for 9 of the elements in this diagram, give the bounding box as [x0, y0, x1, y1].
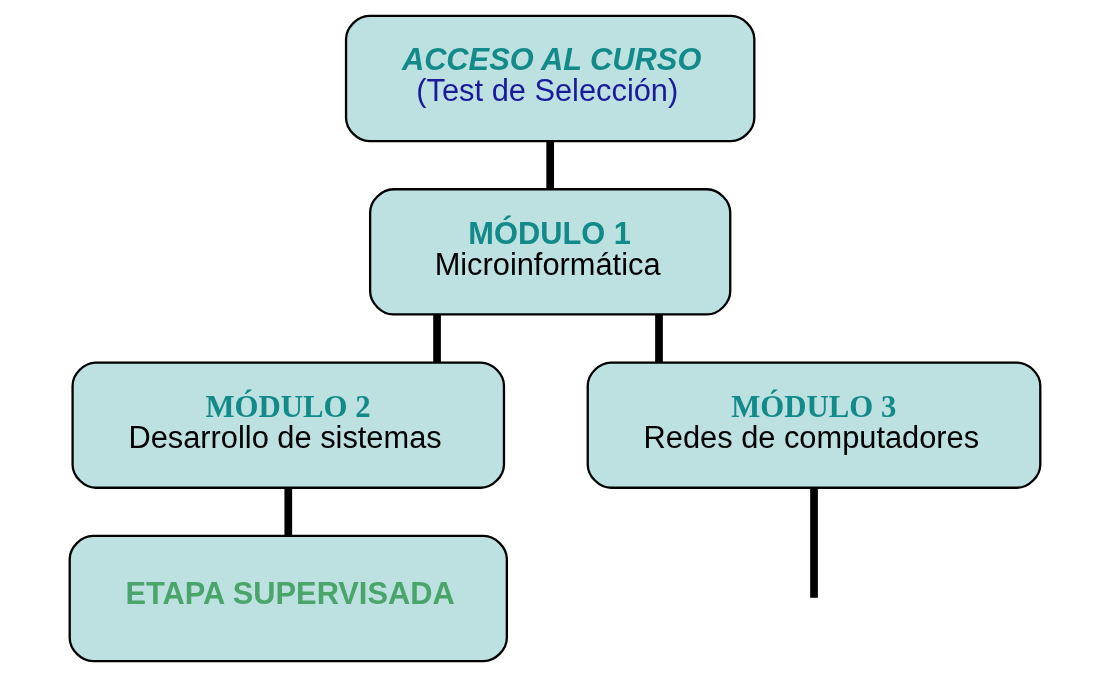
connector [283, 488, 292, 536]
connector [654, 314, 663, 363]
connector [432, 314, 441, 363]
node-box: MÓDULO 3 Redes de computadores [586, 361, 1041, 489]
node-box: ACCESO AL CURSO (Test de Selección) [344, 14, 755, 143]
node-box: MÓDULO 1 Microinformática [368, 188, 731, 316]
connector [545, 141, 554, 190]
node-box: ETAPA SUPERVISADA [68, 534, 508, 663]
node-box: MÓDULO 2 Desarrollo de sistemas [70, 361, 505, 489]
